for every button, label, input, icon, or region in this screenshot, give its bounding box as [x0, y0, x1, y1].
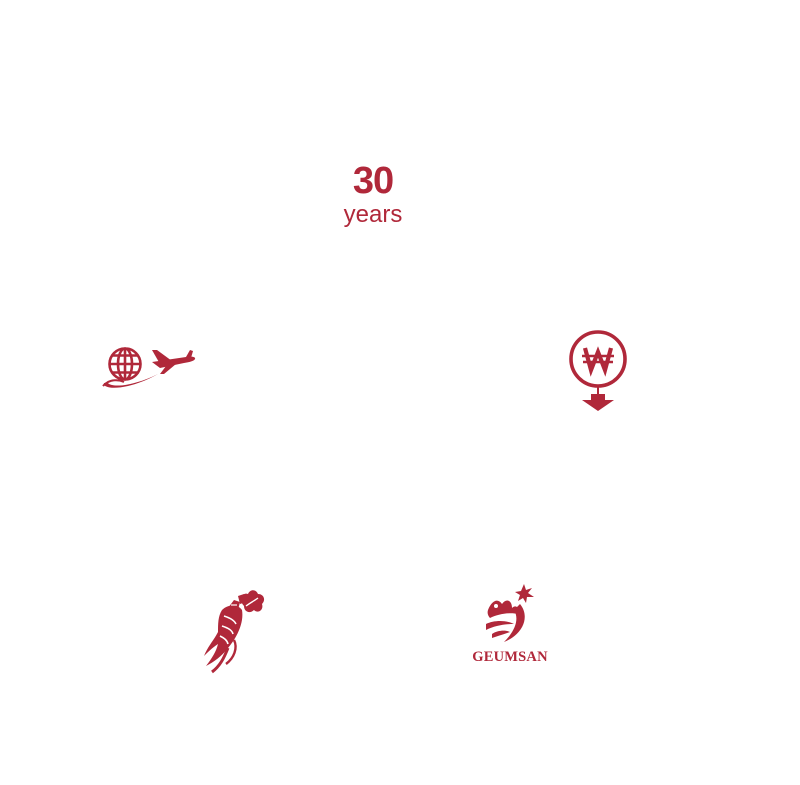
geumsan-wordmark: GEUMSAN [472, 649, 548, 665]
won-price-down-icon [566, 328, 630, 414]
years-number: 30 [352, 160, 394, 202]
ginseng-icon [198, 586, 270, 674]
experience-years: 30 years [300, 160, 446, 228]
globe-airplane-icon [100, 342, 200, 394]
geumsan-logo-icon [486, 584, 534, 642]
geumsan-logo: GEUMSAN [458, 578, 562, 670]
years-unit: years [343, 201, 403, 228]
